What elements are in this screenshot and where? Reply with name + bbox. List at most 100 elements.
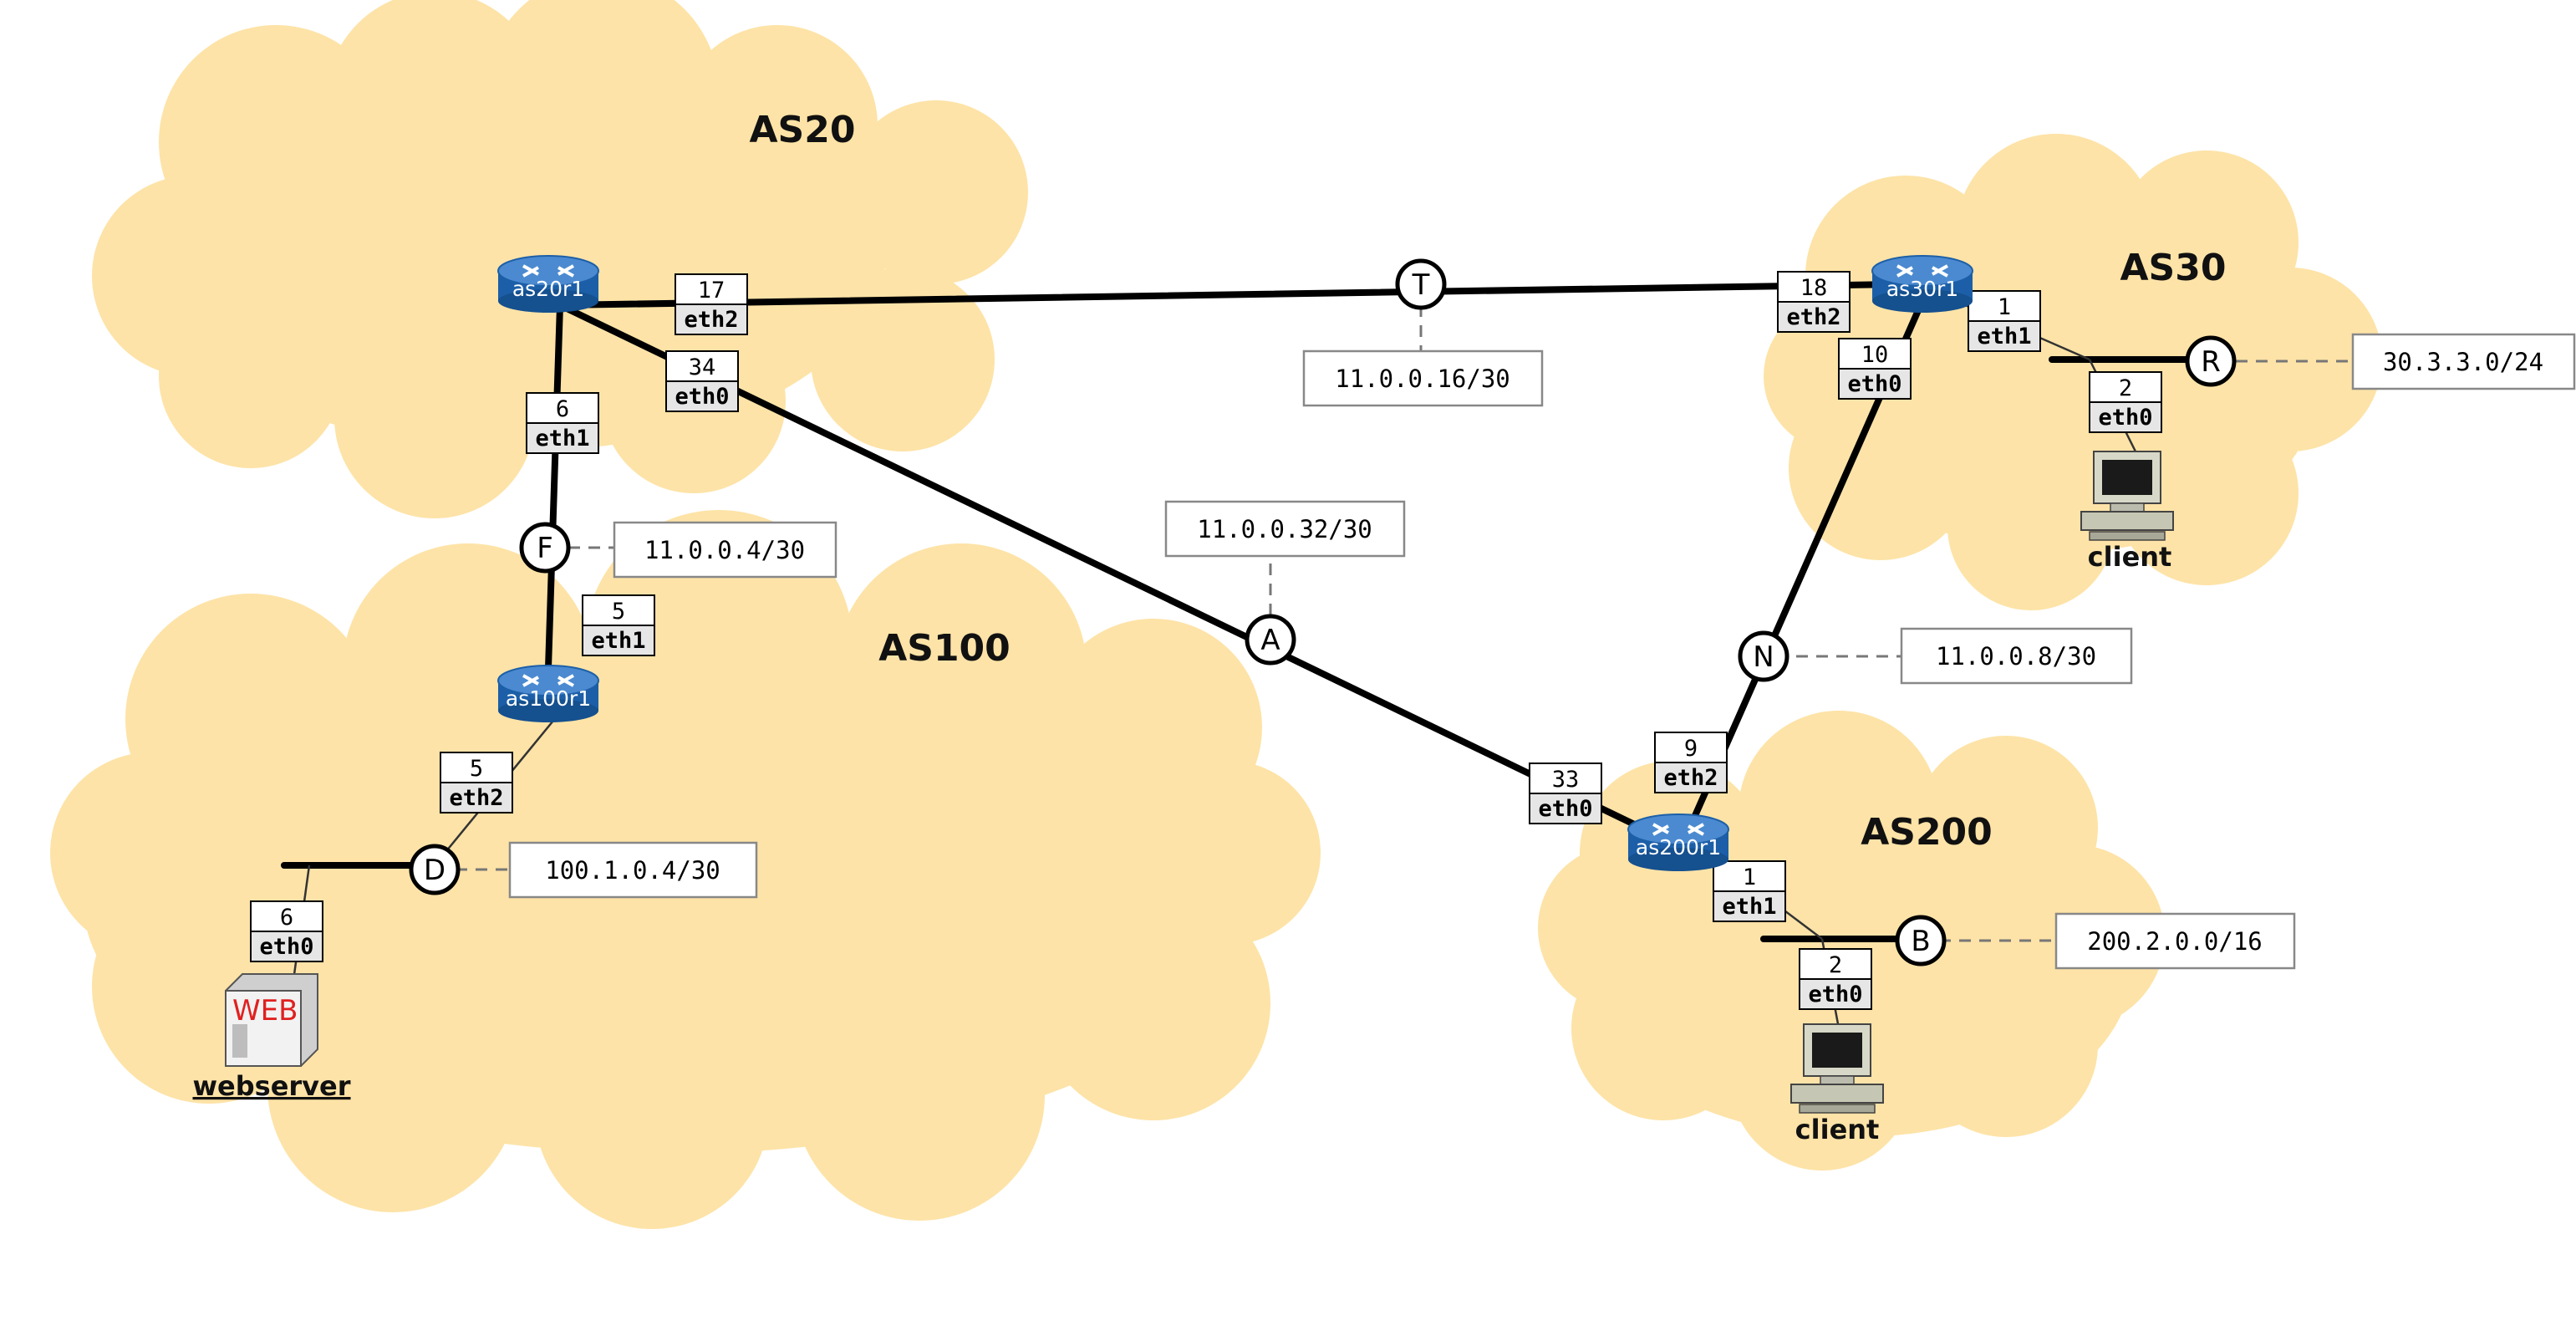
iface-name: eth2 [1786, 304, 1840, 330]
network-A[interactable]: A [1245, 614, 1296, 666]
network-D-letter: D [424, 854, 445, 887]
iface-as20r1-eth0: 34 eth0 [665, 350, 739, 412]
router-as200r1-label: as200r1 [1636, 835, 1721, 859]
network-N-letter: N [1753, 640, 1774, 674]
cloud-as100 [50, 510, 1321, 1229]
link-as20r1-as200r1 [557, 302, 1679, 848]
as100-label: AS100 [878, 627, 1011, 670]
subnet-box-T: 11.0.0.16/30 [1302, 349, 1544, 407]
iface-number: 2 [2119, 375, 2132, 401]
client-as200-label: client [1795, 1114, 1880, 1145]
router-icon [1871, 255, 1973, 313]
subnet-box-D: 100.1.0.4/30 [508, 841, 758, 899]
subnet-leaders [456, 305, 2353, 942]
iface-as30r1-eth0: 10 eth0 [1838, 338, 1912, 400]
webserver-icon [225, 973, 318, 1067]
iface-number: 1 [1743, 865, 1756, 890]
router-as30r1[interactable]: as30r1 [1871, 255, 1973, 313]
subnet-A-text: 11.0.0.32/30 [1197, 515, 1372, 543]
router-as200r1[interactable]: as200r1 [1627, 814, 1729, 871]
router-as100r1-label: as100r1 [506, 686, 591, 711]
router-as30r1-label: as30r1 [1886, 277, 1958, 301]
client-as30-label: client [2088, 541, 2172, 573]
iface-number: 33 [1552, 767, 1580, 793]
iface-number: 10 [1861, 342, 1889, 368]
iface-number: 34 [689, 354, 716, 380]
network-F-letter: F [537, 532, 553, 565]
network-B[interactable]: B [1895, 915, 1947, 967]
subnet-box-A: 11.0.0.32/30 [1164, 500, 1406, 558]
host-client-as200[interactable] [1790, 1023, 1884, 1114]
iface-number: 2 [1829, 952, 1842, 978]
iface-as200r1-eth2: 9 eth2 [1654, 732, 1728, 793]
iface-as100r1-eth2: 5 eth2 [440, 752, 513, 814]
iface-name: eth0 [1847, 371, 1901, 397]
host-webserver[interactable]: WEB [225, 973, 318, 1067]
router-icon [497, 665, 599, 722]
network-F[interactable]: F [519, 522, 571, 574]
iface-name: eth2 [1663, 765, 1718, 791]
iface-name: eth0 [259, 934, 313, 960]
subnet-R-text: 30.3.3.0/24 [2383, 348, 2543, 376]
link-as20r1-as100r1 [544, 302, 563, 697]
network-T-letter: T [1412, 268, 1430, 302]
computer-icon [1790, 1023, 1884, 1114]
subnet-D-text: 100.1.0.4/30 [545, 856, 720, 885]
router-as100r1[interactable]: as100r1 [497, 665, 599, 722]
iface-number: 1 [1998, 294, 2011, 320]
iface-number: 17 [698, 278, 725, 303]
iface-client200-eth0: 2 eth0 [1799, 948, 1872, 1010]
iface-as100r1-eth1: 5 eth1 [582, 594, 655, 656]
iface-as30r1-eth2: 18 eth2 [1777, 271, 1851, 333]
iface-as30r1-eth1: 1 eth1 [1968, 290, 2041, 352]
link-as20r1-as30r1 [557, 281, 1901, 309]
subnet-box-N: 11.0.0.8/30 [1900, 627, 2133, 685]
subnet-box-B: 200.2.0.0/16 [2054, 912, 2296, 970]
iface-as20r1-eth1: 6 eth1 [526, 392, 599, 454]
router-icon [1627, 814, 1729, 871]
network-A-letter: A [1260, 624, 1280, 657]
network-N[interactable]: N [1738, 630, 1789, 682]
webserver-label: webserver [192, 1070, 350, 1102]
iface-name: eth0 [675, 384, 729, 410]
network-T[interactable]: T [1395, 258, 1447, 310]
host-client-as30[interactable] [2080, 451, 2174, 541]
subnet-box-F: 11.0.0.4/30 [613, 521, 837, 579]
iface-number: 6 [280, 905, 293, 931]
subnet-N-text: 11.0.0.8/30 [1936, 642, 2096, 671]
subnet-F-text: 11.0.0.4/30 [644, 536, 805, 564]
subnet-T-text: 11.0.0.16/30 [1335, 365, 1510, 393]
iface-name: eth1 [535, 426, 589, 451]
router-icon [497, 255, 599, 313]
iface-name: eth0 [1808, 982, 1862, 1007]
iface-number: 5 [612, 599, 625, 625]
iface-number: 9 [1684, 736, 1698, 762]
router-as20r1-label: as20r1 [512, 277, 584, 301]
iface-webserver-eth0: 6 eth0 [250, 900, 323, 962]
iface-name: eth0 [2098, 405, 2152, 431]
iface-number: 5 [470, 756, 483, 782]
iface-name: eth2 [684, 307, 738, 333]
subnet-B-text: 200.2.0.0/16 [2087, 927, 2263, 956]
computer-icon [2080, 451, 2174, 541]
iface-number: 6 [556, 396, 569, 422]
webserver-badge: WEB [232, 994, 298, 1028]
iface-name: eth2 [449, 785, 503, 811]
iface-number: 18 [1800, 275, 1828, 301]
iface-client30-eth0: 2 eth0 [2089, 371, 2162, 433]
iface-as200r1-eth0: 33 eth0 [1529, 763, 1602, 824]
subnet-box-R: 30.3.3.0/24 [2351, 333, 2576, 390]
as200-label: AS200 [1861, 811, 1993, 854]
iface-name: eth1 [1722, 894, 1776, 920]
router-as20r1[interactable]: as20r1 [497, 255, 599, 313]
network-B-letter: B [1911, 925, 1930, 958]
network-R[interactable]: R [2185, 335, 2237, 387]
iface-as200r1-eth1: 1 eth1 [1713, 860, 1786, 922]
network-R-letter: R [2201, 345, 2221, 379]
as30-label: AS30 [2120, 247, 2227, 289]
network-D[interactable]: D [409, 844, 461, 895]
as20-label: AS20 [750, 109, 856, 151]
iface-name: eth1 [1977, 324, 2031, 349]
iface-as20r1-eth2: 17 eth2 [675, 273, 748, 335]
